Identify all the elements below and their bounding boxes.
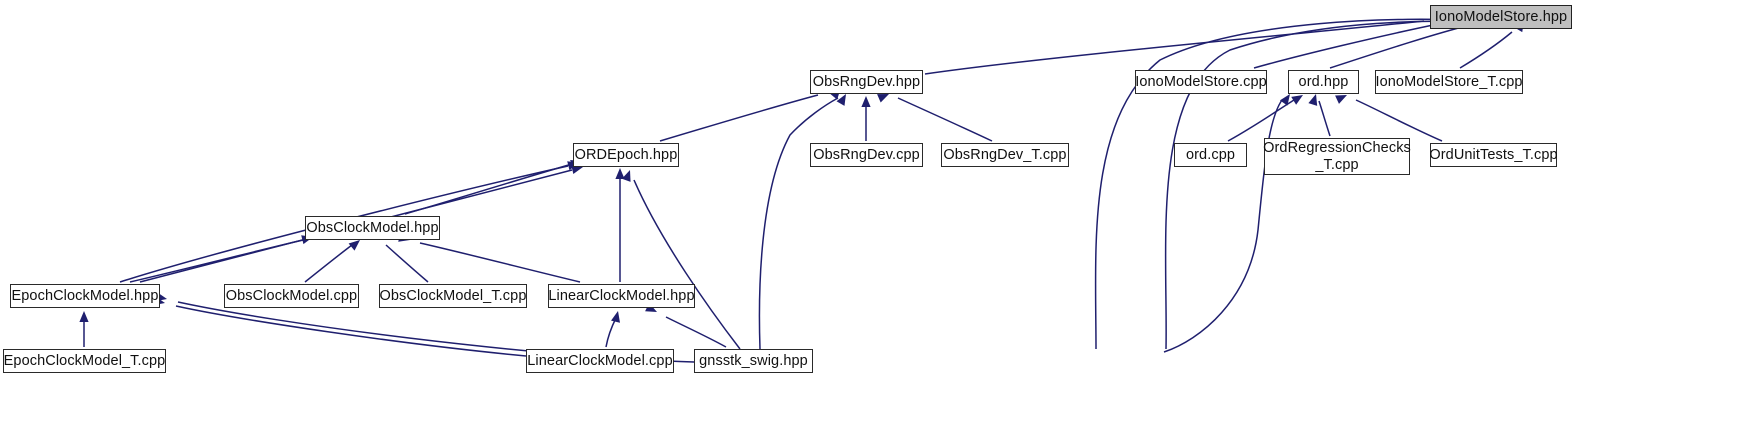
node-ord_hpp[interactable]: ord.hpp — [1288, 70, 1359, 94]
node-ordepoch_hpp[interactable]: ORDEpoch.hpp — [573, 143, 679, 167]
edge-linearclockmodel_hpp-to-obsclockmodel_hpp — [398, 232, 581, 283]
node-obsrngdev_hpp[interactable]: ObsRngDev.hpp — [810, 70, 923, 94]
edge-ordregressionchecks_t_cpp-to-ord_hpp — [1308, 94, 1331, 137]
edge-linearclockmodel_hpp-to-ordepoch_hpp — [615, 168, 625, 282]
node-epochclockmodel_hpp[interactable]: EpochClockModel.hpp — [10, 284, 160, 308]
node-linearclockmodel_cpp[interactable]: LinearClockModel.cpp — [526, 349, 674, 373]
node-obsclockmodel_t_cpp[interactable]: ObsClockModel_T.cpp — [379, 284, 527, 308]
edge-ionomodelstore_cpp-to-ionomodelstore_hpp — [1253, 20, 1460, 69]
node-ordunittests_t_cpp[interactable]: OrdUnitTests_T.cpp — [1429, 143, 1558, 167]
node-obsrngdev_t_cpp[interactable]: ObsRngDev_T.cpp — [941, 143, 1069, 167]
edge-gnsstk_swig_hpp-to-ordepoch_hpp — [621, 170, 741, 350]
edge-gnsstk_swig_hpp-to-ionomodelstore_hpp — [1094, 18, 1504, 350]
node-linearclockmodel_hpp[interactable]: LinearClockModel.hpp — [548, 284, 695, 308]
edge-gnsstk_swig_hpp-to-obsrngdev_hpp — [758, 94, 846, 350]
edge-epochclockmodel_hpp-to-obsclockmodel_hpp — [129, 235, 313, 283]
node-gnsstk_swig_hpp[interactable]: gnsstk_swig.hpp — [694, 349, 813, 373]
edge-gnsstk_swig_hpp-to-ord_hpp — [1163, 94, 1290, 353]
edge-ord_cpp-to-ord_hpp — [1227, 95, 1303, 142]
node-ionomodelstore_t_cpp[interactable]: IonoModelStore_T.cpp — [1375, 70, 1523, 94]
node-obsclockmodel_hpp[interactable]: ObsClockModel.hpp — [305, 216, 440, 240]
edge-gnsstk_swig_hpp-to-linearclockmodel_hpp — [645, 303, 727, 348]
edge-ordunittests_t_cpp-to-ord_hpp — [1335, 95, 1443, 142]
node-epochclockmodel_t_cpp[interactable]: EpochClockModel_T.cpp — [3, 349, 166, 373]
edge-obsclockmodel_cpp-to-obsclockmodel_hpp — [304, 240, 360, 283]
node-ionomodelstore_hpp[interactable]: IonoModelStore.hpp — [1430, 5, 1572, 29]
node-obsrngdev_cpp[interactable]: ObsRngDev.cpp — [810, 143, 923, 167]
edge-epochclockmodel_t_cpp-to-epochclockmodel_hpp — [79, 311, 89, 347]
node-obsclockmodel_cpp[interactable]: ObsClockModel.cpp — [224, 284, 359, 308]
edge-linearclockmodel_cpp-to-linearclockmodel_hpp — [605, 311, 621, 348]
node-ordregressionchecks_t_cpp[interactable]: OrdRegressionChecks _T.cpp — [1263, 138, 1411, 175]
node-ord_cpp[interactable]: ord.cpp — [1174, 143, 1247, 167]
edge-obsclockmodel_hpp-to-ordepoch_hpp — [404, 160, 582, 215]
edge-obsrngdev_t_cpp-to-obsrngdev_hpp — [877, 94, 993, 142]
edge-obsrngdev_cpp-to-obsrngdev_hpp — [861, 96, 871, 141]
node-ionomodelstore_cpp[interactable]: IonoModelStore.cpp — [1135, 70, 1267, 94]
